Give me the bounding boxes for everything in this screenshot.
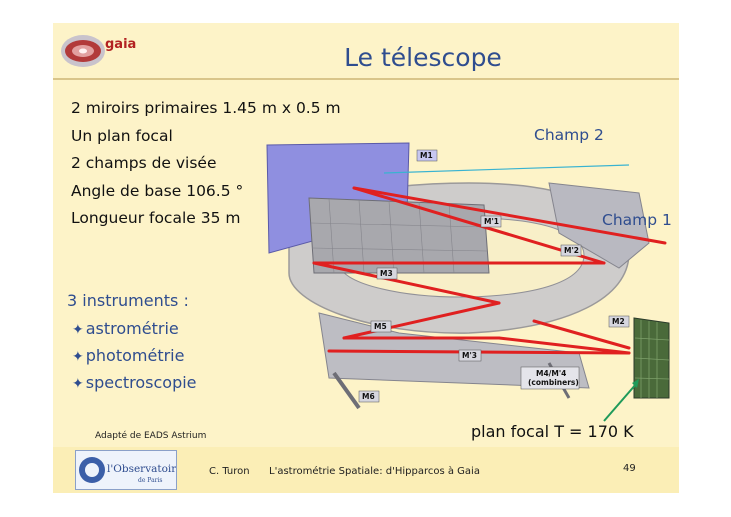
field-2-label: Champ 2 — [534, 126, 604, 144]
label-m-prime-1: M'1 — [484, 217, 499, 226]
slide-title: Le télescope — [344, 43, 502, 72]
panel-grid — [310, 198, 488, 274]
page-number: 49 — [623, 463, 636, 474]
field-1-label: Champ 1 — [602, 211, 672, 229]
footer-author: C. Turon — [209, 466, 250, 477]
label-m5: M5 — [374, 322, 387, 331]
gaia-logo-text: gaia — [105, 37, 137, 52]
label-m-prime-2: M'2 — [564, 246, 579, 255]
field-2-line — [383, 164, 630, 174]
observatoire-logo-graphic: l'Observatoire de Paris — [79, 457, 183, 484]
label-combiners: (combiners) — [528, 378, 579, 387]
four-point-star-icon: ✦ — [72, 322, 84, 338]
label-m4: M4/M'4 — [536, 369, 566, 378]
focal-plane-label: plan focal T = 170 K — [471, 422, 634, 441]
mirror-labels: M1 M'1 M'2 M3 M2 M5 M'3 M4/M'4 (combiner… — [358, 149, 630, 403]
instruments-list: ✦astrométrie ✦photométrie ✦spectroscopie — [72, 316, 197, 397]
observatoire-logo-text: l'Observatoire — [107, 463, 176, 475]
focal-plane-arrow — [603, 382, 638, 422]
spec-item: Longueur focale 35 m — [71, 209, 241, 227]
spec-item: 2 champs de visée — [71, 154, 217, 172]
label-m1: M1 — [420, 151, 433, 160]
specs-list: 2 miroirs primaires 1.45 m x 0.5 m Un pl… — [71, 95, 341, 233]
arrow-head-icon — [632, 379, 639, 388]
four-point-star-icon: ✦ — [72, 376, 84, 392]
label-m3: M3 — [380, 269, 393, 278]
observatoire-logo-subtext: de Paris — [138, 477, 163, 484]
label-m2: M2 — [612, 317, 625, 326]
label-m-prime-3: M'3 — [462, 351, 477, 360]
spec-item: Angle de base 106.5 ° — [71, 181, 244, 200]
spec-item: 2 miroirs primaires 1.45 m x 0.5 m — [71, 99, 341, 117]
telescope-diagram: M1 M'1 M'2 M3 M2 M5 M'3 M4/M'4 (combiner… — [266, 142, 670, 422]
footer-course-title: L'astrométrie Spatiale: d'Hipparcos à Ga… — [269, 466, 480, 477]
galaxy-icon — [61, 35, 105, 67]
observatoire-logo: l'Observatoire de Paris — [75, 450, 183, 490]
label-m6: M6 — [362, 392, 375, 401]
image-credit: Adapté de EADS Astrium — [95, 431, 207, 441]
slide: gaia Le télescope 2 miroirs primaires 1.… — [53, 23, 679, 493]
focal-plane-grid — [634, 320, 670, 398]
instrument-item: ✦spectroscopie — [72, 373, 197, 392]
spec-item: Un plan focal — [71, 126, 173, 145]
four-point-star-icon: ✦ — [72, 349, 84, 365]
header-divider — [53, 78, 679, 80]
gaia-logo — [59, 29, 137, 73]
instruments-title: 3 instruments : — [67, 291, 189, 310]
instrument-item: ✦photométrie — [72, 346, 185, 365]
instrument-item: ✦astrométrie — [72, 319, 179, 338]
